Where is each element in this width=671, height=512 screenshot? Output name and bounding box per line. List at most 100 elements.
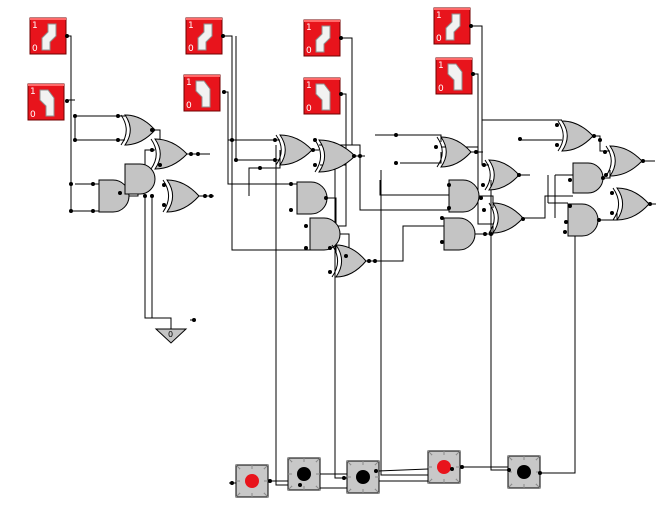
junction-dot: [555, 143, 559, 147]
xor-gate[interactable]: [612, 187, 650, 221]
junction-dot: [342, 476, 346, 480]
toggle-switch[interactable]: 10: [435, 57, 473, 95]
wire: [380, 170, 428, 476]
junction-dot: [324, 196, 328, 200]
junction-dot: [189, 152, 193, 156]
junction-dot: [192, 318, 196, 322]
junction-dot: [258, 166, 262, 170]
and-gate[interactable]: [567, 203, 599, 237]
junction-dot: [289, 208, 293, 212]
switch-high-label: 1: [32, 21, 38, 31]
junction-dot: [339, 36, 343, 40]
junction-dot: [598, 138, 602, 142]
xor-gate[interactable]: [488, 202, 524, 234]
junction-dot: [641, 159, 645, 163]
junction-dot: [447, 183, 451, 187]
junction-dot: [328, 270, 332, 274]
toggle-switch[interactable]: 10: [183, 74, 221, 112]
junction-dot: [143, 194, 147, 198]
junction-dot: [344, 254, 348, 258]
switch-low-label: 0: [186, 101, 192, 111]
junction-dot: [481, 183, 485, 187]
junction-dot: [563, 230, 567, 234]
junction-dot: [268, 479, 272, 483]
junction-dot: [91, 182, 95, 186]
xor-gate[interactable]: [436, 136, 472, 168]
switch-lever-icon: [41, 23, 57, 51]
junction-dot: [311, 148, 315, 152]
output-lights: [235, 450, 541, 498]
and-gate[interactable]: [296, 181, 328, 215]
toggle-switch[interactable]: 10: [433, 7, 471, 45]
junction-dot: [434, 145, 438, 149]
output-light: [235, 464, 269, 498]
toggle-switch[interactable]: 10: [27, 83, 65, 121]
wire: [352, 144, 449, 211]
output-light: [287, 457, 321, 491]
junction-dot: [158, 163, 162, 167]
wire: [155, 129, 161, 139]
switch-lever-icon: [315, 25, 331, 53]
junction-dot: [196, 152, 200, 156]
toggle-switch[interactable]: 10: [29, 17, 67, 55]
and-gate[interactable]: [124, 163, 156, 195]
switch-lever-icon: [197, 23, 213, 51]
switch-low-label: 0: [438, 84, 444, 94]
light-off-icon: [297, 467, 311, 481]
junction-dot: [234, 158, 238, 162]
junction-dot: [474, 150, 478, 154]
wire: [275, 145, 288, 486]
junction-dot: [440, 240, 444, 244]
junction-dot: [209, 194, 213, 198]
junction-dot: [73, 114, 77, 118]
junction-dot: [471, 72, 475, 76]
wire: [144, 194, 172, 329]
junction-dot: [289, 182, 293, 186]
and-gate[interactable]: [448, 179, 480, 213]
and-gate[interactable]: [309, 217, 341, 251]
and-gate[interactable]: [443, 217, 476, 251]
junction-dot: [313, 163, 317, 167]
junction-dot: [150, 148, 154, 152]
xor-gate[interactable]: [120, 114, 156, 146]
xor-gate[interactable]: [557, 120, 594, 152]
junction-dot: [221, 34, 225, 38]
junction-dot: [373, 259, 377, 263]
and-gate[interactable]: [98, 179, 130, 213]
switch-high-label: 1: [436, 11, 442, 21]
toggle-switch[interactable]: 10: [303, 77, 341, 115]
junction-dot: [518, 137, 522, 141]
junction-dot: [538, 471, 542, 475]
switch-high-label: 1: [438, 61, 444, 71]
xor-gate[interactable]: [484, 159, 520, 191]
toggle-switch[interactable]: 10: [185, 17, 223, 55]
junction-dot: [447, 206, 451, 210]
xor-gate[interactable]: [314, 139, 356, 173]
junction-dot: [65, 34, 69, 38]
xor-gate[interactable]: [150, 138, 188, 170]
junction-dot: [648, 202, 652, 206]
junction-dot: [65, 99, 69, 103]
junction-dot: [118, 191, 122, 195]
switch-lever-icon: [39, 89, 55, 117]
and-gate[interactable]: [572, 162, 604, 194]
junction-dot: [610, 191, 614, 195]
gates: [98, 114, 650, 278]
switch-high-label: 1: [30, 87, 36, 97]
toggle-switch[interactable]: 10: [303, 19, 341, 57]
xor-gate[interactable]: [275, 134, 313, 166]
switch-high-label: 1: [306, 81, 312, 91]
junction-dot: [116, 114, 120, 118]
xor-gate[interactable]: [162, 179, 200, 213]
xor-gate[interactable]: [605, 145, 643, 177]
wire: [540, 220, 576, 474]
wire: [222, 35, 310, 251]
junction-dot: [69, 209, 73, 213]
wire: [479, 195, 494, 208]
junction-dot: [162, 203, 166, 207]
switch-low-label: 0: [30, 110, 36, 120]
xor-gate[interactable]: [331, 244, 367, 278]
junction-dot: [91, 209, 95, 213]
